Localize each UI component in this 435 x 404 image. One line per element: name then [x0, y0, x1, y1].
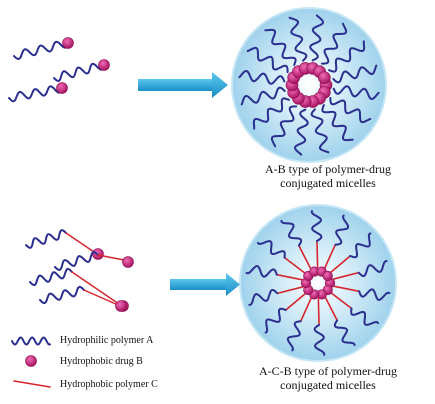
- hydrophobic-polymer-segment: [299, 296, 313, 323]
- hydrophilic-polymer-chain: [264, 307, 287, 334]
- hydrophobic-polymer-segment: [83, 289, 119, 306]
- acb-caption-line2: conjugated micelles: [280, 378, 376, 392]
- hydrophobic-polymer-segment: [323, 243, 337, 270]
- hydrophilic-polymer-chain: [11, 336, 51, 346]
- hydrophilic-polymer-chain: [248, 289, 279, 306]
- hydrophilic-polymer-chain: [286, 320, 302, 352]
- hydrophilic-polymer-chain: [349, 232, 372, 259]
- hydrophilic-polymer-chain: [245, 265, 278, 278]
- hydrophobic-polymer-segment: [329, 255, 351, 274]
- hydrophilic-polymer-chain: [280, 219, 303, 247]
- hydrophilic-polymer-chain: [329, 96, 372, 124]
- hydrophobic-polymer-segment: [316, 240, 319, 268]
- legend-icons: [11, 336, 51, 388]
- hydrophilic-polymer-chain: [358, 288, 391, 301]
- hydrophilic-polymer-chain: [53, 62, 102, 82]
- hydrophobic-polymer-segment: [329, 291, 353, 310]
- hydrophilic-polymer-chain: [238, 70, 286, 85]
- ab-caption-line1: A-B type of polymer-drug: [264, 162, 392, 176]
- hydrophilic-polymer-chain: [39, 285, 85, 305]
- drug-bead: [25, 355, 37, 367]
- hydrophobic-polymer-segment: [285, 292, 307, 311]
- drug-bead: [318, 71, 331, 84]
- hydrophilic-polymer-chain: [309, 14, 324, 62]
- acb-micelle-chains: [245, 210, 391, 356]
- drug-bead: [98, 59, 110, 71]
- hydrophilic-polymer-chain: [264, 28, 297, 66]
- ab-micelle-body: [231, 7, 387, 163]
- hydrophilic-polymer-chain: [29, 267, 73, 287]
- acb-caption: A-C-B type of polymer-drug conjugated mi…: [228, 364, 428, 392]
- hydrophilic-polymer-chain: [334, 214, 350, 246]
- arrow-acb: [170, 273, 240, 296]
- hydrophilic-polymer-chain: [310, 108, 330, 154]
- acb-caption-line1: A-C-B type of polymer-drug: [258, 364, 398, 378]
- hydrophilic-polymer-chain: [357, 260, 388, 277]
- arrow-ab: [138, 72, 228, 98]
- hydrophilic-polymer-chain: [246, 46, 289, 74]
- acb-free-chains: [25, 229, 134, 312]
- drug-bead: [56, 82, 68, 94]
- hydrophobic-polymer-segment: [317, 298, 320, 326]
- hydrophilic-polymer-chain: [288, 16, 308, 62]
- ab-caption-line2: conjugated micelles: [280, 176, 376, 190]
- hydrophilic-polymer-chain: [333, 319, 356, 347]
- hydrophilic-polymer-chain: [8, 85, 60, 103]
- ab-micelle-chains: [238, 14, 380, 156]
- hydrophilic-polymer-chain: [310, 210, 323, 242]
- hydrophobic-polymer-segment: [298, 244, 312, 270]
- hydrophobic-polymer-segment: [324, 296, 338, 322]
- hydrophilic-polymer-chain: [321, 104, 354, 142]
- legend-label-polymer-a: Hydrophilic polymer A: [60, 335, 154, 346]
- hydrophobic-polymer-segment: [97, 254, 125, 261]
- hydrophilic-polymer-chain: [270, 105, 298, 148]
- hydrophobic-polymer-segment: [276, 286, 304, 295]
- hydrophilic-polymer-chain: [328, 40, 366, 73]
- hydrophobic-polymer-segment: [283, 256, 307, 275]
- hydrophobic-polymer-segment: [332, 271, 360, 280]
- hydrophobic-polymer-segment: [332, 285, 360, 293]
- ab-free-chains: [8, 37, 110, 103]
- hydrophilic-polymer-chain: [350, 307, 379, 326]
- hydrophilic-polymer-chain: [252, 97, 290, 130]
- hydrophobic-polymer-segment: [13, 380, 51, 388]
- hydrophilic-polymer-chain: [320, 22, 348, 65]
- ab-caption: A-B type of polymer-drug conjugated mice…: [228, 162, 428, 190]
- hydrophilic-polymer-chain: [240, 86, 286, 106]
- hydrophilic-polymer-chain: [332, 64, 378, 84]
- hydrophilic-polymer-chain: [257, 240, 286, 259]
- hydrophilic-polymer-chain: [13, 40, 66, 60]
- legend-label-polymer-c: Hydrophobic polymer C: [60, 379, 158, 390]
- hydrophobic-polymer-segment: [65, 232, 95, 253]
- hydrophilic-polymer-chain: [25, 229, 67, 249]
- hydrophilic-polymer-chain: [313, 324, 326, 356]
- hydrophobic-polymer-segment: [276, 273, 304, 281]
- drug-bead: [322, 270, 333, 282]
- legend-label-drug-b: Hydrophobic drug B: [60, 356, 143, 367]
- hydrophilic-polymer-chain: [294, 108, 309, 156]
- hydrophilic-polymer-chain: [54, 251, 99, 271]
- hydrophobic-polymer-segment: [71, 271, 120, 305]
- drug-bead: [115, 300, 127, 312]
- drug-bead: [122, 256, 134, 268]
- hydrophilic-polymer-chain: [332, 85, 380, 100]
- acb-micelle-body: [239, 204, 397, 362]
- drug-bead: [62, 37, 74, 49]
